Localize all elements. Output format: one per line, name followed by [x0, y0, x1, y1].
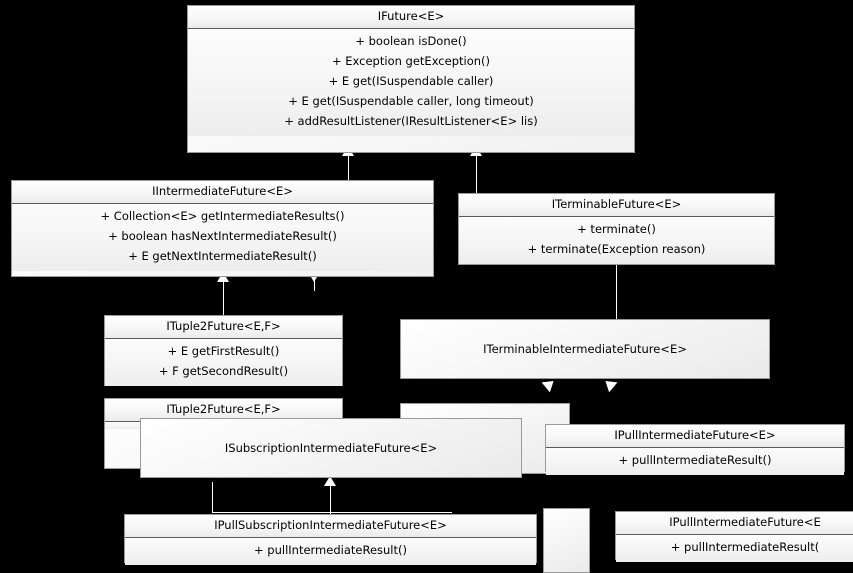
class-members-ipullsubscriptionintermediatefuture: + pullIntermediateResult() [125, 538, 536, 565]
class-title-iterminablefuture: ITerminableFuture<E> [459, 194, 774, 217]
connector-iterminableintermediatefuture-to-iterminablefuture [616, 265, 617, 319]
class-member: + Exception getException() [332, 54, 490, 68]
class-title-iintermediatefuture: IIntermediateFuture<E> [12, 181, 433, 204]
connector-rail-bottom-left [212, 512, 452, 513]
class-box-bottom-occluded[interactable] [543, 508, 590, 573]
class-members-iintermediatefuture: + Collection<E> getIntermediateResults()… [12, 204, 433, 271]
arrowhead-ituple2future-to-iintermediatefuture [217, 272, 229, 282]
class-box-ifuture[interactable]: IFuture<E> + boolean isDone() + Exceptio… [187, 5, 635, 153]
arrowhead-iterminableintermediatefuture-to-iintermediatefuture [308, 272, 320, 282]
class-box-ipullintermediatefuture-b[interactable]: IPullIntermediateFuture<E + pullIntermed… [615, 511, 853, 562]
class-title-ipullsubscriptionintermediatefuture: IPullSubscriptionIntermediateFuture<E> [125, 515, 536, 538]
class-title-ipullintermediatefuture-a: IPullIntermediateFuture<E> [546, 425, 844, 448]
arrowhead-isubscription-to-iterminableintermediatefuture [539, 377, 554, 393]
class-box-iterminableintermediatefuture[interactable]: ITerminableIntermediateFuture<E> [400, 319, 770, 379]
class-title-bottom-occluded [544, 509, 589, 572]
class-members-ituple2future-a: + E getFirstResult() + F getSecondResult… [105, 339, 342, 386]
class-box-ipullsubscriptionintermediatefuture[interactable]: IPullSubscriptionIntermediateFuture<E> +… [124, 514, 537, 565]
class-box-ituple2future-a[interactable]: ITuple2Future<E,F> + E getFirstResult() … [104, 315, 343, 386]
class-member: + E get(ISuspendable caller) [328, 74, 494, 88]
class-members-ifuture: + boolean isDone() + Exception getExcept… [188, 29, 634, 136]
connector-iintermediatefuture-to-ifuture [348, 155, 349, 181]
class-member: + boolean hasNextIntermediateResult() [108, 229, 337, 243]
class-box-iterminablefuture[interactable]: ITerminableFuture<E> + terminate() + ter… [458, 193, 775, 265]
arrowhead-ipullsubscription-to-isubscription [324, 476, 336, 486]
class-member: + E getNextIntermediateResult() [128, 249, 317, 263]
connector-ituple2future-to-iintermediatefuture [223, 277, 224, 315]
class-members-ipullintermediatefuture-b: + pullIntermediateResult( [616, 535, 853, 562]
class-member: + terminate() [577, 222, 656, 236]
class-member: + E getFirstResult() [167, 344, 280, 358]
class-member: + boolean isDone() [355, 34, 467, 48]
class-member: + pullIntermediateResult() [254, 543, 407, 557]
class-member: + pullIntermediateResult() [618, 453, 772, 467]
class-members-ipullintermediatefuture-a: + pullIntermediateResult() [546, 448, 844, 475]
arrowhead-ipullintermediate-to-iterminableintermediatefuture [605, 377, 620, 393]
class-title-iterminableintermediatefuture: ITerminableIntermediateFuture<E> [401, 320, 769, 378]
class-title-ipullintermediatefuture-b: IPullIntermediateFuture<E [616, 512, 853, 535]
class-member: + addResultListener(IResultListener<E> l… [284, 114, 538, 128]
connector-iterminableintermediatefuture-to-iintermediatefuture [314, 277, 315, 291]
connector-iterminablefuture-to-ifuture [476, 155, 477, 193]
class-title-ifuture: IFuture<E> [188, 6, 634, 29]
class-title-isubscriptionintermediatefuture: ISubscriptionIntermediateFuture<E> [141, 419, 521, 477]
connector-ipullsubscription-to-isubscription [330, 482, 331, 514]
class-title-ituple2future-b: ITuple2Future<E,F> [105, 399, 342, 422]
connector-rail-bottom-left-drop [212, 482, 213, 513]
class-box-ipullintermediatefuture-a[interactable]: IPullIntermediateFuture<E> + pullInterme… [545, 424, 845, 475]
class-member: + Collection<E> getIntermediateResults() [100, 209, 345, 223]
class-box-isubscriptionintermediatefuture[interactable]: ISubscriptionIntermediateFuture<E> [140, 418, 522, 478]
class-member: + terminate(Exception reason) [527, 242, 706, 256]
class-member: + E get(ISuspendable caller, long timeou… [288, 94, 534, 108]
class-member: + F getSecondResult() [158, 364, 289, 378]
class-member: + pullIntermediateResult( [670, 540, 820, 554]
class-members-iterminablefuture: + terminate() + terminate(Exception reas… [459, 217, 774, 264]
class-title-ituple2future-a: ITuple2Future<E,F> [105, 316, 342, 339]
class-box-iintermediatefuture[interactable]: IIntermediateFuture<E> + Collection<E> g… [11, 180, 434, 277]
